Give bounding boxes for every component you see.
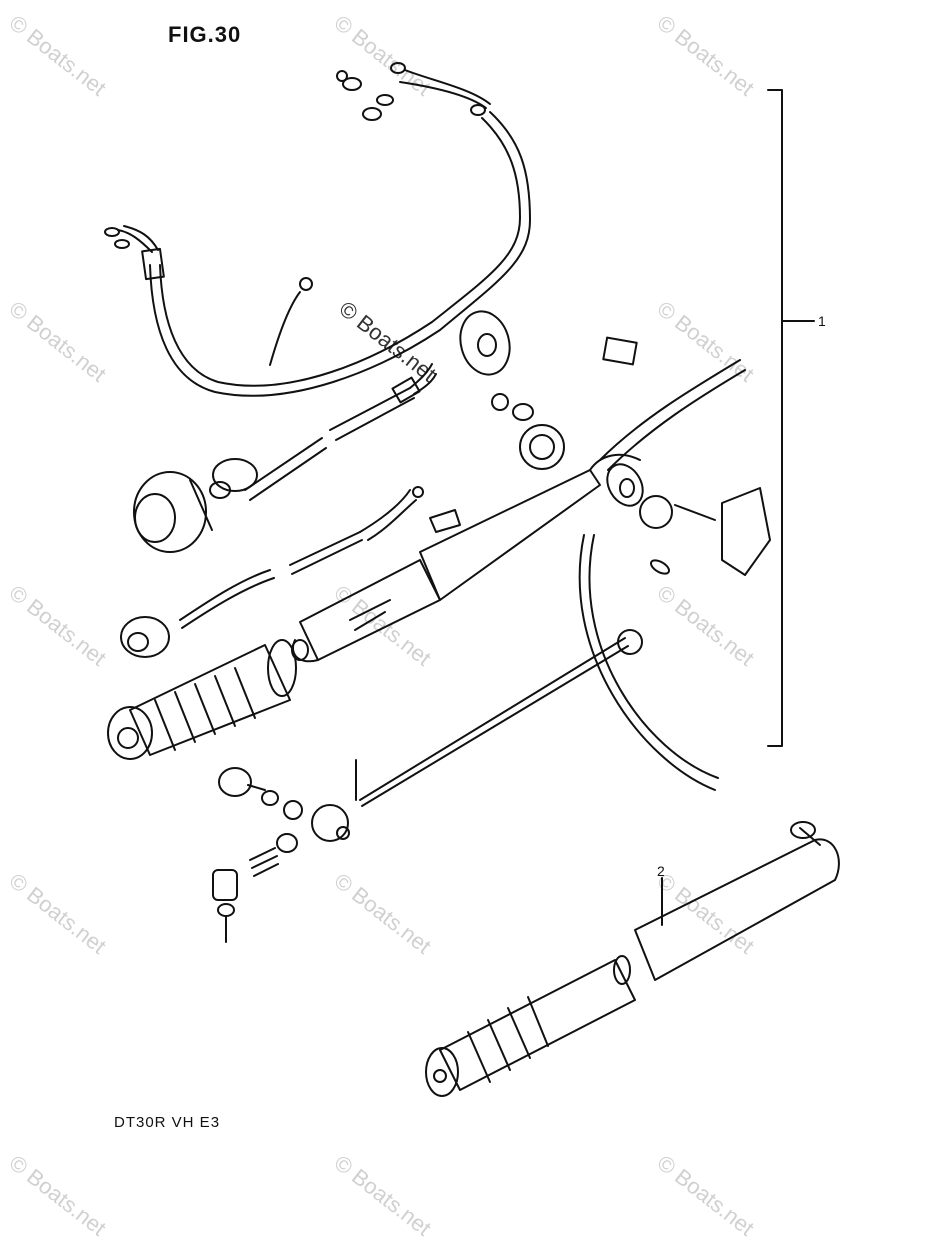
friction-hardware (212, 767, 350, 943)
model-code-label: DT30R VH E3 (114, 1114, 221, 1131)
washer-set (459, 310, 565, 470)
throttle-grip (107, 639, 309, 760)
steering-rod (355, 629, 643, 807)
parts-diagram (104, 62, 840, 1097)
callout-2-label: 2 (657, 863, 665, 879)
figure-title: FIG.30 (168, 22, 242, 47)
tiller-handle-body (292, 453, 644, 663)
throttle-cables (578, 336, 746, 791)
wiring-harness (104, 62, 531, 397)
kill-switch-assembly (133, 363, 437, 553)
bracket-part-1 (767, 89, 815, 747)
extension-handle (425, 821, 840, 1097)
stop-switch-assembly (120, 486, 461, 658)
callout-1-label: 1 (818, 313, 826, 329)
bolt-bracket (639, 487, 771, 576)
